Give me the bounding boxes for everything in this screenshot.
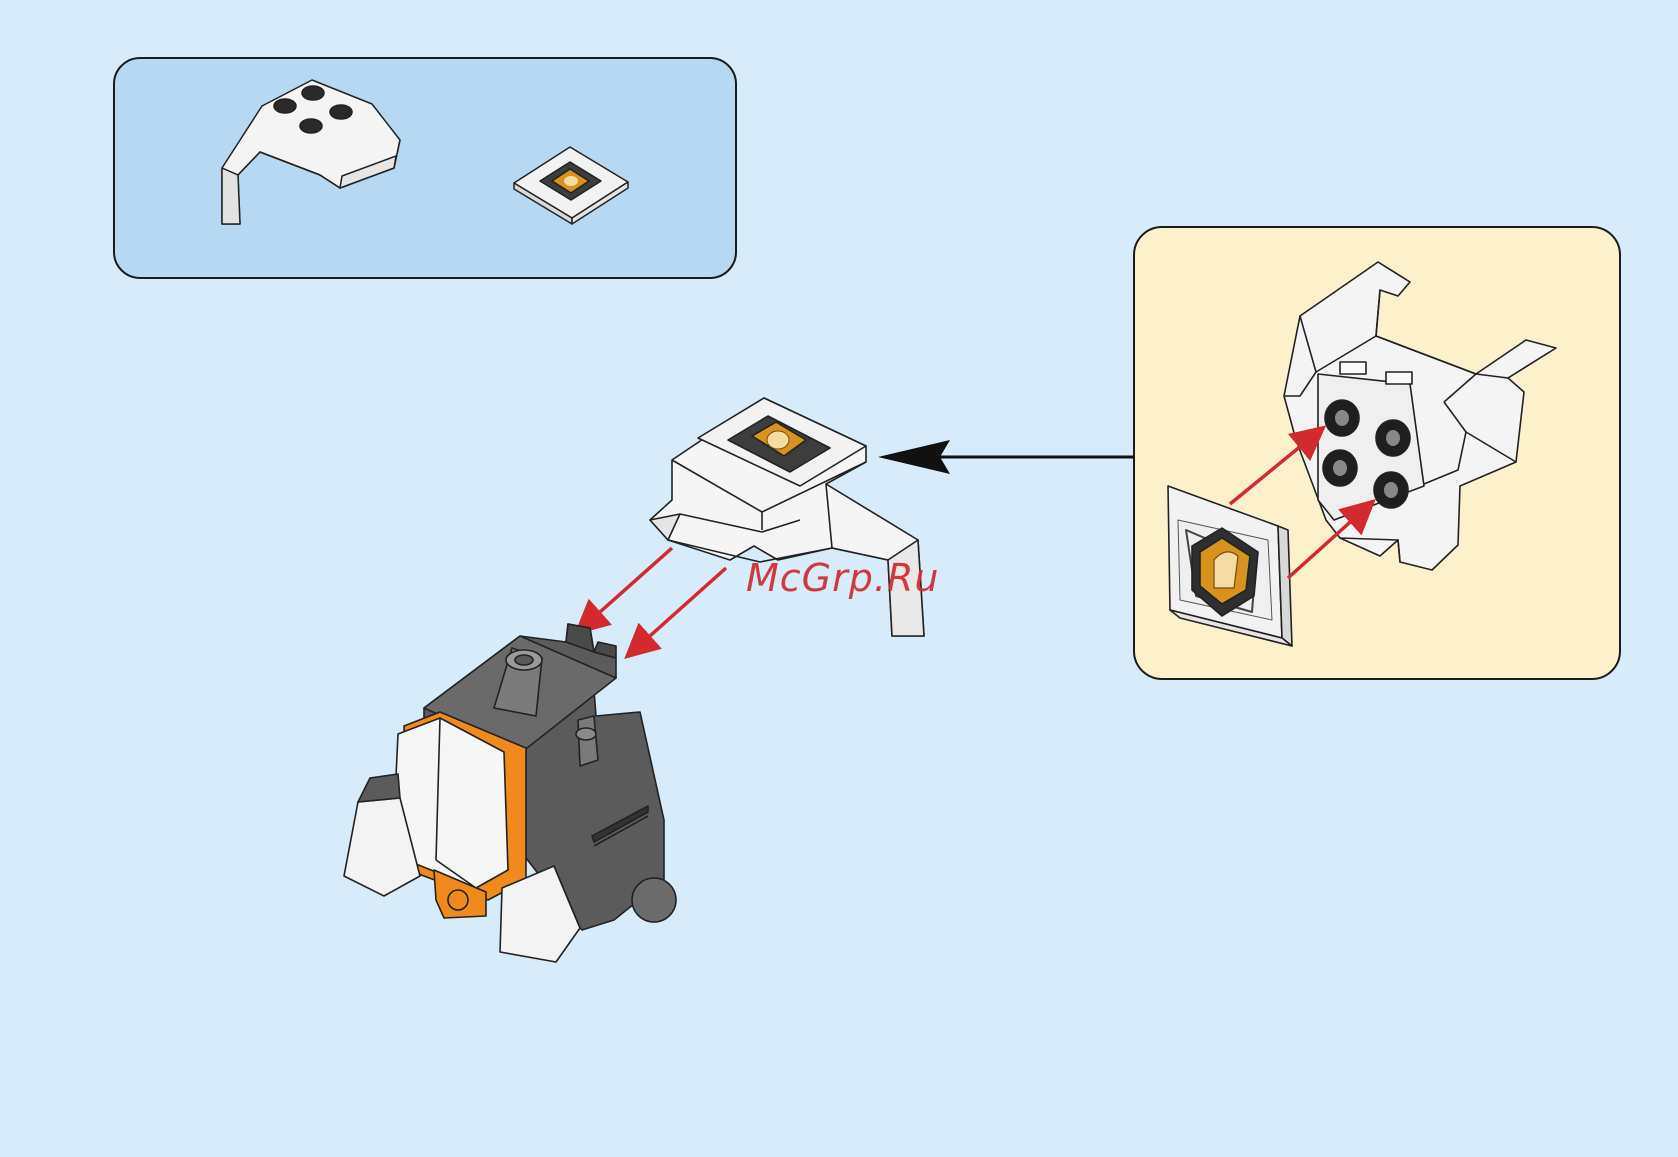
robot-body-assembly (344, 624, 676, 962)
watermark-text: McGrp.Ru (746, 556, 939, 600)
parts-list-box (114, 58, 736, 278)
subassembly-callout-box (1134, 227, 1620, 679)
main-attach-arrows (582, 548, 726, 652)
callout-pointer-arrow (878, 440, 1134, 474)
